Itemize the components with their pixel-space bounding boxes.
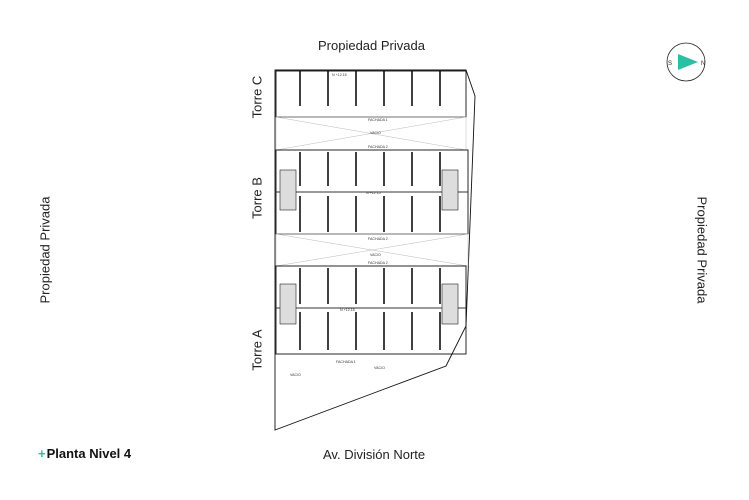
courtyard-b-a [275, 233, 469, 267]
vacio-b-a-label: VACIO [370, 253, 381, 257]
compass-south-letter: S [668, 61, 672, 67]
compass-icon: S N [666, 42, 706, 82]
plan-title-text: Planta Nivel 4 [46, 446, 132, 461]
vacio-c-b-label: VACIO [370, 131, 381, 135]
vacio-corner-label: VACIO [290, 373, 301, 377]
fachada-a-label: FACHADA 1 [336, 360, 356, 364]
level-a-label: N +12.15 [340, 308, 355, 312]
level-b-label: N +12.15 [366, 191, 381, 195]
unit-walls [299, 71, 441, 350]
plan-title: +Planta Nivel 4 [38, 446, 131, 461]
fachada-a-top-label: FACHADA 2 [368, 261, 388, 265]
tower-b-label: Torre B [249, 177, 265, 219]
tower-a-block [275, 265, 467, 355]
fachada-b-label: FACHADA 2 [368, 237, 388, 241]
fachada-b-top-label: FACHADA 2 [368, 145, 388, 149]
tower-c-block [275, 70, 467, 118]
west-boundary-label: Propiedad Privada [37, 196, 53, 304]
vacio-a-label: VACIO [374, 366, 385, 370]
compass-north-letter: N [701, 61, 705, 67]
north-arrow-icon [678, 54, 698, 70]
site-outline [274, 69, 476, 431]
stair-cores [279, 169, 459, 325]
north-boundary-label: Propiedad Privada [318, 38, 425, 53]
tower-a-label: Torre A [249, 329, 265, 371]
level-c-label: N +12.15 [332, 73, 347, 77]
tower-c-label: Torre C [249, 75, 265, 119]
fachada-c-label: FACHADA 1 [368, 118, 388, 122]
east-boundary-label: Propiedad Privada [694, 196, 710, 304]
floor-plan: N +12.15 FACHADA 1 VACIO FACHADA 2 N +12… [274, 69, 476, 431]
street-label: Av. División Norte [323, 447, 426, 462]
plus-icon: + [38, 446, 46, 461]
